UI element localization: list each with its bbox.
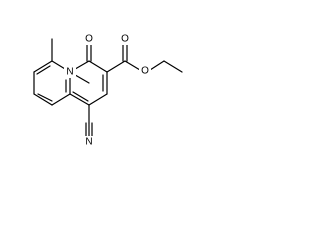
bond-c1-c9a (69, 93, 90, 106)
bond-c2-c1 (88, 93, 108, 106)
label-mask-ketone-o (83, 33, 95, 45)
label-mask-ester-ether-o (139, 65, 151, 77)
bond-c6-c7-double (36, 65, 51, 75)
bond-c8-c9-double (37, 93, 53, 102)
label-mask-nitrile-n (83, 136, 95, 148)
bond-c1-c9a-double (72, 91, 89, 102)
bond-ch2-ch3 (163, 60, 183, 73)
bond-c6-c7 (33, 60, 53, 73)
nitrile-nitrogen-label: N (85, 137, 92, 148)
bond-c4-c3 (88, 60, 108, 73)
label-mask-ester-carbonyl-o (119, 33, 131, 45)
bond-cester-oether (124, 60, 141, 71)
molecule-structure: N O O O N (33, 33, 183, 148)
label-mask-ring-n (64, 66, 76, 78)
bond-c8-c9 (33, 93, 53, 106)
bond-oether-ch2 (149, 60, 165, 71)
bond-c9-c9a (51, 93, 71, 106)
ester-carbonyl-oxygen-label: O (121, 34, 129, 45)
ester-ether-oxygen-label: O (141, 66, 149, 77)
ketone-oxygen-label: O (85, 34, 93, 45)
bond-c3-cester (106, 60, 126, 73)
ring-nitrogen-label: N (66, 67, 73, 78)
